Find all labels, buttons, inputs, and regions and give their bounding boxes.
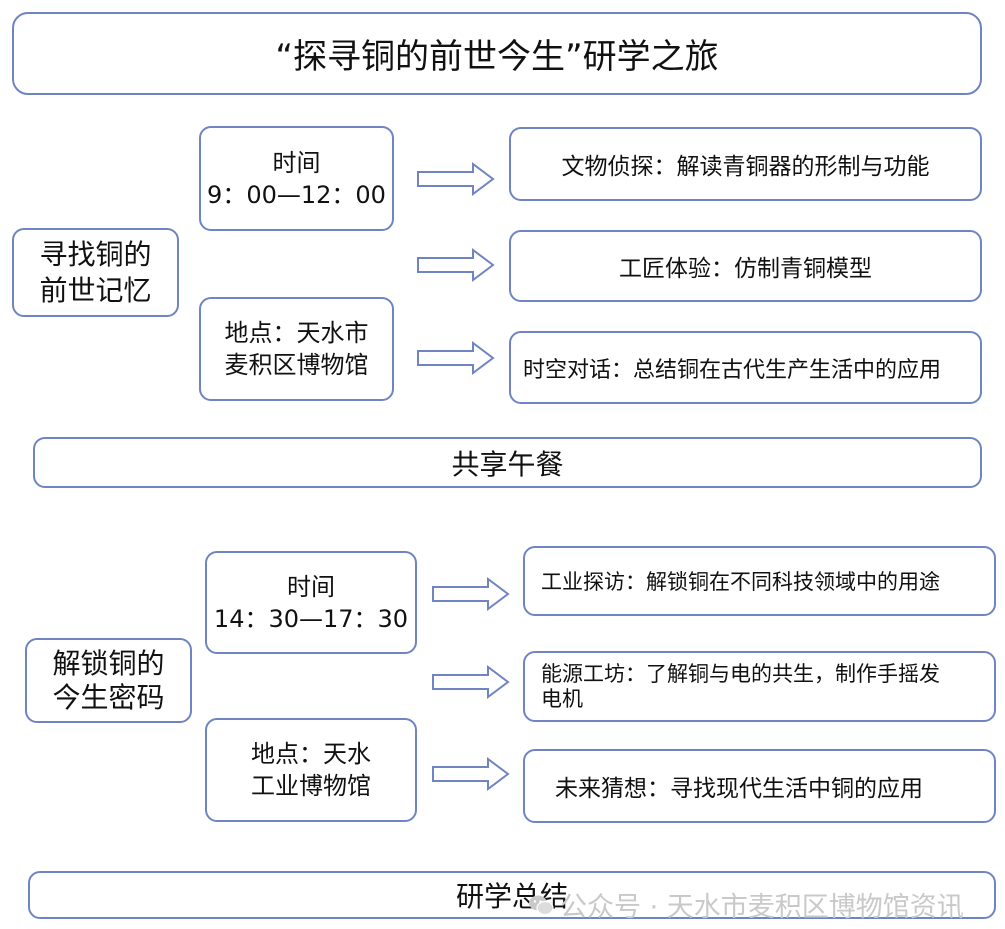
activity-2-3-text: 未来猜想：寻找现代生活中铜的应用 — [555, 776, 923, 802]
arrow-icon — [432, 757, 510, 791]
time-box-2: 时间 14：30—17：30 — [205, 551, 417, 654]
time-1-value: 9：00—12：00 — [207, 180, 386, 209]
summary-box: 研学总结 — [28, 871, 996, 919]
place-2-line-2: 工业博物馆 — [251, 772, 371, 800]
time-2-label: 时间 — [287, 572, 335, 601]
theme-2-line-1: 解锁铜的 — [52, 646, 165, 680]
place-2-line-1: 地点：天水 — [251, 740, 371, 768]
arrow-icon — [417, 248, 495, 282]
theme-box-1: 寻找铜的 前世记忆 — [12, 228, 179, 317]
time-1-label: 时间 — [272, 148, 321, 177]
theme-1-line-2: 前世记忆 — [39, 273, 152, 307]
title-box: “探寻铜的前世今生”研学之旅 — [12, 12, 982, 95]
time-2-value: 14：30—17：30 — [213, 604, 409, 633]
activity-box-2-1: 工业探访：解锁铜在不同科技领域中的用途 — [523, 546, 996, 616]
activity-1-3-text: 时空对话：总结铜在古代生产生活中的应用 — [523, 357, 942, 383]
watermark-text: 公众号 · 天水市麦积区博物馆资讯 — [560, 892, 964, 923]
activity-box-2-2: 能源工坊：了解铜与电的共生，制作手摇发 电机 — [523, 651, 996, 722]
activity-1-1-text: 文物侦探：解读青铜器的形制与功能 — [561, 154, 930, 180]
activity-box-1-2: 工匠体验：仿制青铜模型 — [509, 230, 982, 302]
activity-2-1-text: 工业探访：解锁铜在不同科技领域中的用途 — [541, 570, 940, 594]
place-box-1: 地点：天水市 麦积区博物馆 — [199, 297, 394, 401]
theme-2-line-2: 今生密码 — [52, 680, 165, 714]
place-box-2: 地点：天水 工业博物馆 — [205, 718, 417, 822]
arrow-icon — [432, 665, 510, 699]
arrow-icon — [417, 162, 495, 196]
place-1-line-2: 麦积区博物馆 — [224, 351, 369, 379]
activity-1-2-text: 工匠体验：仿制青铜模型 — [619, 256, 872, 282]
activity-box-2-3: 未来猜想：寻找现代生活中铜的应用 — [523, 749, 996, 823]
arrow-icon — [432, 577, 510, 611]
activity-2-2-line-2: 电机 — [541, 686, 583, 711]
wechat-icon — [529, 895, 554, 915]
activity-box-1-1: 文物侦探：解读青铜器的形制与功能 — [509, 127, 982, 201]
lunch-box: 共享午餐 — [33, 437, 982, 488]
arrow-icon — [417, 341, 495, 375]
activity-2-2-line-1: 能源工坊：了解铜与电的共生，制作手摇发 — [541, 661, 940, 686]
page-title: “探寻铜的前世今生”研学之旅 — [275, 37, 719, 77]
lunch-label: 共享午餐 — [451, 447, 564, 481]
place-1-line-1: 地点：天水市 — [224, 319, 369, 347]
theme-1-line-1: 寻找铜的 — [39, 237, 152, 271]
time-box-1: 时间 9：00—12：00 — [199, 126, 394, 231]
watermark: 公众号 · 天水市麦积区博物馆资讯 — [528, 885, 964, 924]
activity-box-1-3: 时空对话：总结铜在古代生产生活中的应用 — [509, 331, 982, 404]
theme-box-2: 解锁铜的 今生密码 — [25, 638, 192, 723]
